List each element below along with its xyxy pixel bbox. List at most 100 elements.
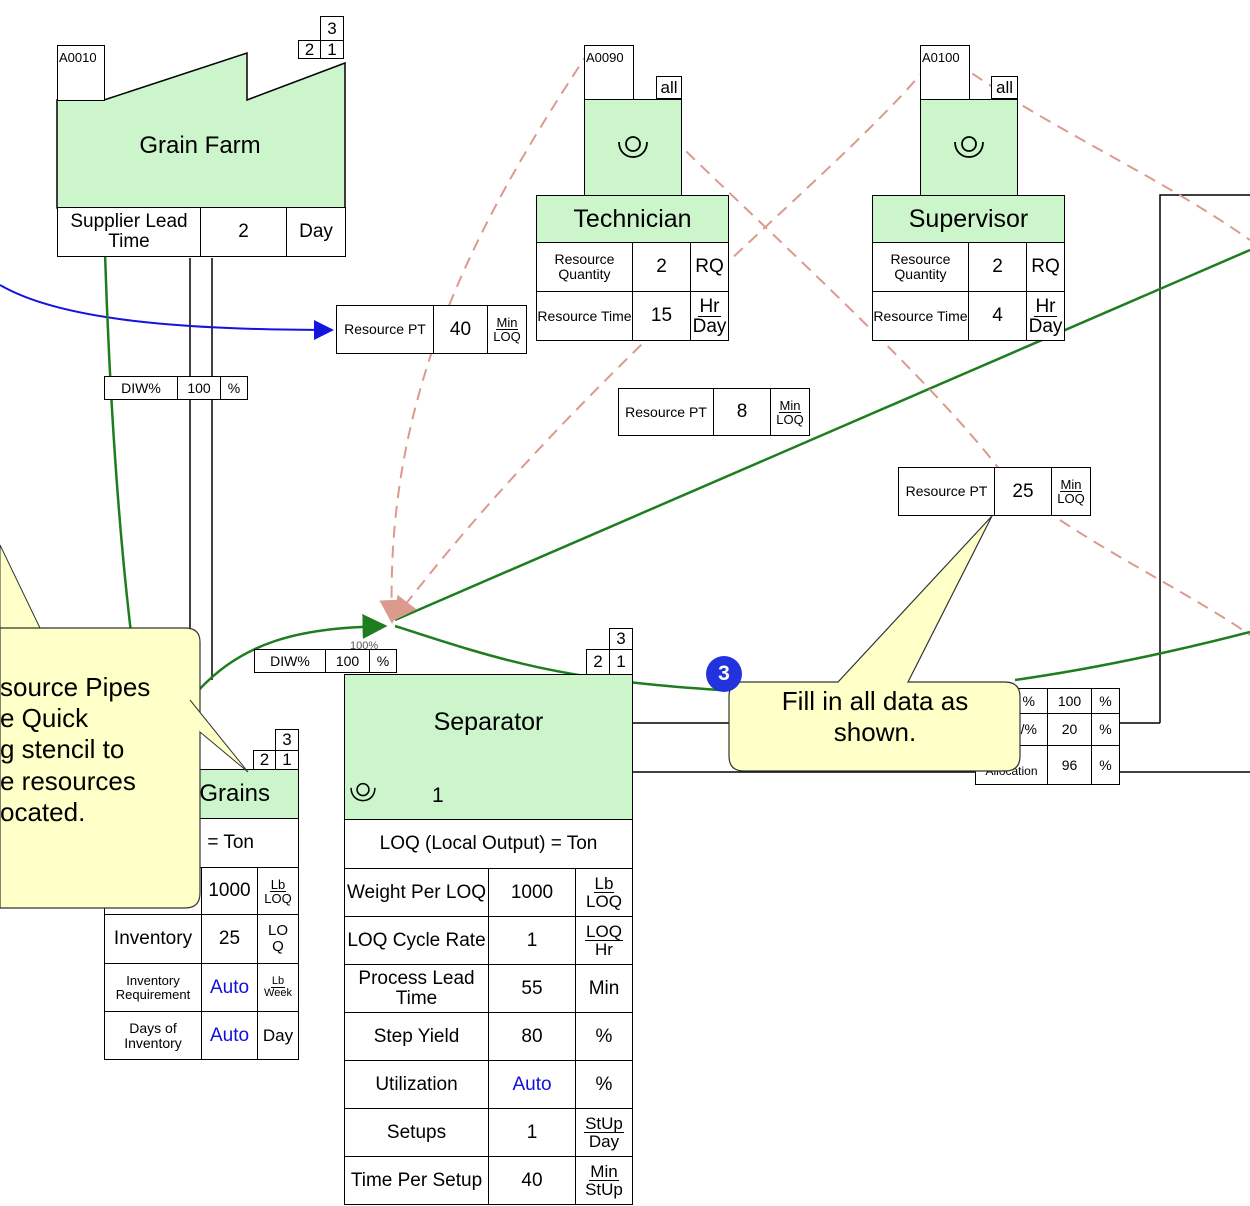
time-label: Resource Time [872, 291, 969, 341]
inventory-label: Inventory [104, 914, 202, 964]
resource-pt-label: Resource PT [618, 388, 714, 436]
operator-icon [350, 782, 376, 802]
unit-top: Hr [698, 295, 721, 317]
node-id: A0010 [57, 45, 105, 101]
diw-value[interactable]: 100 [177, 376, 221, 400]
resource-pipe-green [394, 248, 1250, 622]
lead-time-value[interactable]: 2 [200, 207, 287, 257]
attribute-value[interactable]: 1000 [488, 868, 576, 917]
time-value[interactable]: 4 [968, 291, 1027, 341]
weight-value[interactable]: 1000 [201, 867, 258, 915]
row-value[interactable]: 96 [1047, 745, 1092, 785]
resource-pipe-green [1014, 630, 1250, 682]
resource-pt-value[interactable]: 25 [994, 467, 1052, 516]
pipe-line [1159, 194, 1250, 723]
unit-top: Min [1059, 477, 1083, 492]
quantity-value[interactable]: 2 [632, 242, 691, 292]
inv-req-label: Inventory Requirement [104, 963, 202, 1012]
operator-icon [954, 135, 984, 158]
unit-bottom: Week [264, 987, 292, 999]
resource-pipe-blue [0, 284, 334, 340]
resource-pt-value[interactable]: 40 [433, 305, 488, 354]
diw-unit: % [220, 376, 248, 400]
callout-line: e Quick [0, 703, 89, 734]
unit-bottom: Hr [595, 940, 613, 959]
resource-pt-label: Resource PT [898, 467, 995, 516]
diw-value[interactable]: 100 [325, 649, 370, 673]
attribute-label: Utilization [344, 1060, 489, 1109]
attribute-value[interactable]: 1 [488, 916, 576, 965]
weight-label [104, 867, 202, 915]
time-value[interactable]: 15 [632, 291, 691, 341]
step-badge: 3 [706, 656, 742, 692]
unit-top: Min [589, 1162, 619, 1181]
attribute-label: Process Lead Time [344, 964, 489, 1013]
shift-top: 3 [609, 628, 633, 650]
callout-line: g stencil to [0, 734, 125, 765]
process-header [344, 674, 633, 820]
quantity-unit: RQ [1026, 242, 1065, 292]
callout-line: e resources [0, 765, 136, 796]
unit-bottom: Day [1028, 315, 1063, 337]
row-value[interactable]: 20 [1047, 713, 1092, 746]
attribute-value[interactable]: 40 [488, 1156, 576, 1205]
unit-top: Lb [270, 975, 286, 988]
resource-pt-value[interactable]: 8 [713, 388, 771, 436]
attribute-unit: % [575, 1060, 633, 1109]
unit-top: StUp [584, 1114, 624, 1133]
attribute-value[interactable]: 1 [488, 1108, 576, 1157]
inventory-value[interactable]: 25 [201, 914, 258, 964]
days-unit: Day [257, 1011, 299, 1060]
unit-bottom: LOQ [264, 890, 292, 906]
attribute-label: Weight Per LOQ [344, 868, 489, 917]
resource-pt-label: Resource PT [336, 305, 434, 354]
inv-req-value[interactable]: Auto [201, 963, 258, 1012]
shift-all: all [991, 76, 1018, 99]
resource-pipe-green [394, 624, 721, 692]
diw-unit: % [369, 649, 397, 673]
resource-icon-box [584, 99, 682, 196]
unit-top: Min [778, 397, 802, 413]
attribute-value[interactable]: Auto [488, 1060, 576, 1109]
unit-top: Min [495, 315, 519, 330]
row-unit: % [1091, 745, 1120, 785]
operator-count: 1 [432, 784, 444, 807]
diw-label: DIW% [254, 649, 326, 673]
resource-link-dashed [392, 49, 941, 622]
resource-link-dashed [1059, 519, 1250, 636]
quantity-label: Resource Quantity [872, 242, 969, 292]
quantity-unit: RQ [690, 242, 729, 292]
unit-bottom: LOQ [493, 329, 521, 344]
shift-right: 1 [275, 750, 299, 770]
left-callout-text: source Pipes e Quick g stencil to e reso… [0, 672, 150, 828]
row-unit: % [1091, 688, 1120, 714]
node-title: Grain Farm [139, 132, 261, 159]
node-title: Technician [536, 195, 729, 243]
node-title: Supervisor [872, 195, 1065, 243]
attribute-unit: % [575, 1012, 633, 1061]
unit-bottom: Q [272, 938, 284, 955]
row-value[interactable]: 100 [1047, 688, 1092, 714]
unit-bottom: Day [692, 315, 727, 337]
attribute-label: Setups [344, 1108, 489, 1157]
days-value[interactable]: Auto [201, 1011, 258, 1060]
shift-right: 1 [320, 40, 344, 59]
attribute-value[interactable]: 80 [488, 1012, 576, 1061]
unit-top: LOQ [585, 922, 623, 941]
quantity-value[interactable]: 2 [968, 242, 1027, 292]
unit-top: Lb [269, 876, 287, 892]
attribute-value[interactable]: 55 [488, 964, 576, 1013]
